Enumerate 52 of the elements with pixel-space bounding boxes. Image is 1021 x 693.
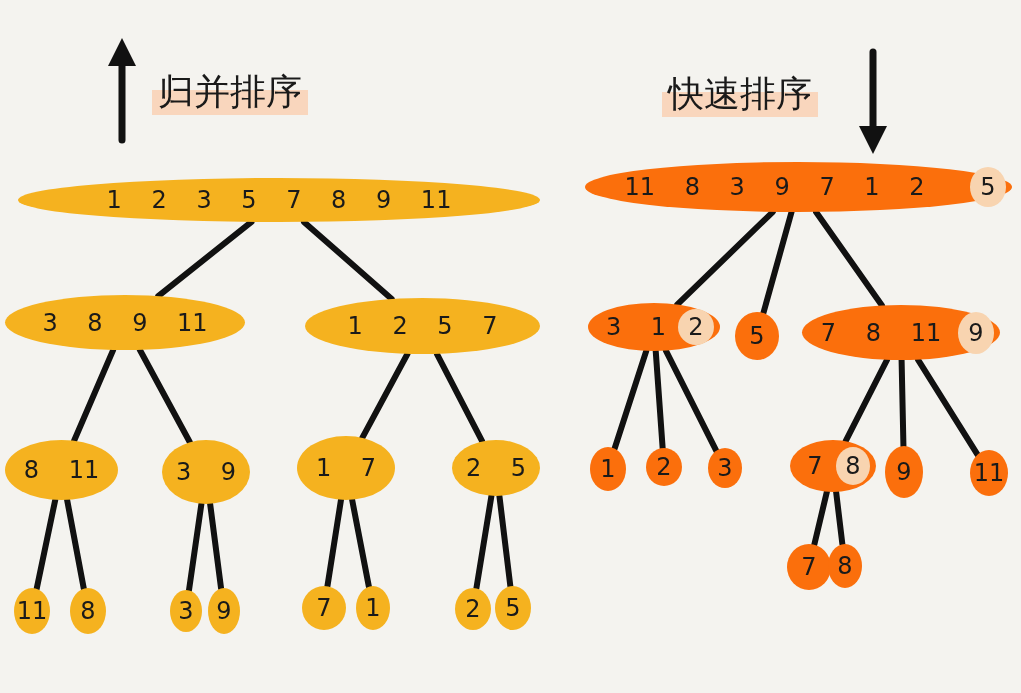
number-sequence: 9 — [896, 458, 912, 486]
number-blob — [70, 588, 106, 634]
number-blob — [787, 544, 831, 590]
pivot-number: 5 — [980, 173, 996, 201]
number-sequence: 7 — [807, 452, 823, 480]
number-sequence: 5 — [749, 322, 765, 350]
number-blob — [590, 447, 626, 491]
number-blob — [302, 586, 346, 630]
number-sequence: 3 1 — [605, 313, 667, 341]
number-sequence: 8 — [837, 552, 853, 580]
number-blob — [356, 586, 390, 630]
number-blob — [646, 448, 682, 486]
number-sequence: 11 — [973, 459, 1005, 487]
tree-branch-line — [898, 357, 907, 449]
number-blob — [208, 588, 240, 634]
pivot-circle — [836, 447, 870, 485]
number-sequence: 3 — [717, 454, 733, 482]
number-sequence: 7 — [316, 594, 332, 622]
pivot-circle — [678, 309, 714, 345]
number-blob — [828, 544, 862, 588]
number-sequence: 8 — [80, 597, 96, 625]
number-sequence: 5 — [505, 594, 521, 622]
number-sequence: 1 — [600, 455, 616, 483]
pivot-number: 9 — [968, 318, 984, 347]
number-sequence: 1 2 3 5 7 8 9 11 — [106, 186, 452, 214]
number-blob — [170, 590, 202, 632]
number-blob — [708, 448, 742, 488]
number-sequence: 3 — [178, 597, 194, 625]
pivot-number: 2 — [688, 313, 704, 341]
number-sequence: 2 5 — [465, 454, 527, 482]
number-sequence: 11 — [16, 597, 48, 625]
number-sequence: 7 8 11 — [820, 318, 942, 347]
number-blob — [970, 450, 1008, 496]
number-blob — [885, 446, 923, 498]
number-sequence: 3 8 9 11 — [42, 308, 208, 337]
number-blob — [14, 588, 50, 634]
pivot-number: 8 — [845, 452, 861, 480]
number-sequence: 11 8 3 9 7 1 2 — [624, 173, 925, 201]
number-sequence: 9 — [216, 597, 232, 625]
number-sequence: 2 — [465, 595, 481, 623]
number-sequence: 1 2 5 7 — [347, 312, 498, 340]
number-sequence: 1 — [365, 594, 381, 622]
number-blob — [495, 586, 531, 630]
pivot-circle — [970, 167, 1006, 207]
pivot-circle — [958, 311, 994, 354]
number-sequence: 1 7 — [315, 454, 377, 482]
number-sequence: 3 9 — [175, 458, 237, 486]
number-sequence: 2 — [656, 453, 672, 481]
number-blob — [455, 588, 491, 630]
number-sequence: 8 11 — [23, 456, 100, 484]
number-blob — [735, 312, 779, 360]
number-sequence: 7 — [801, 553, 817, 581]
